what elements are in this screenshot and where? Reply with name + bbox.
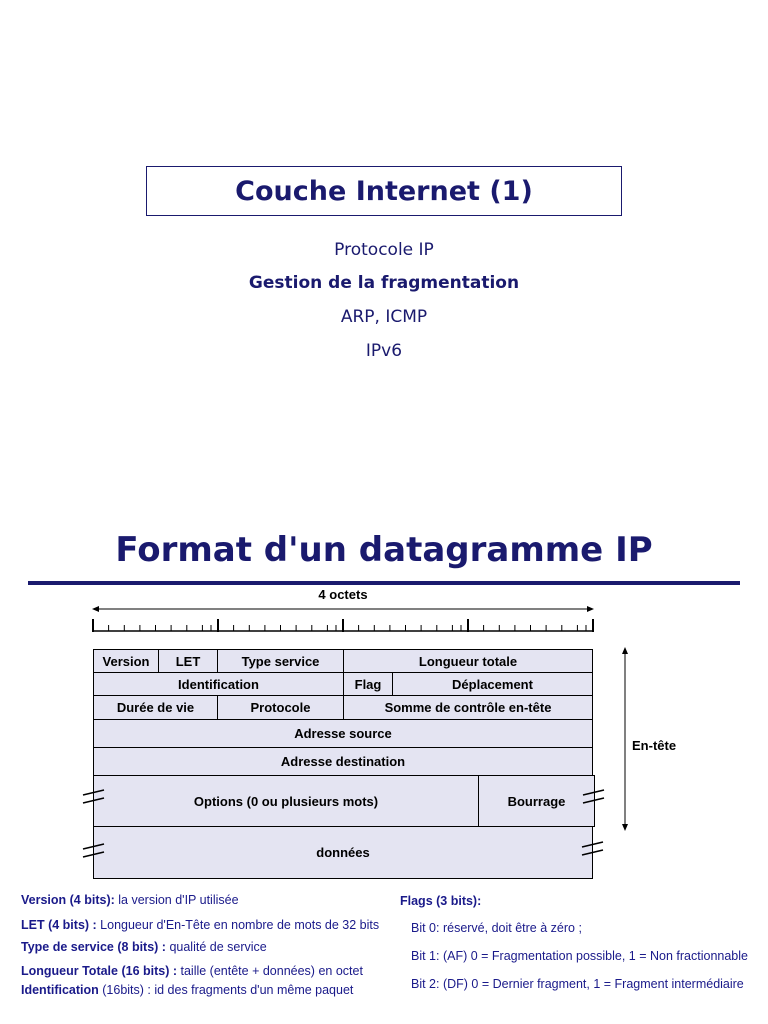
field-somme-controle: Somme de contrôle en-tête [343, 695, 593, 720]
field-duree-de-vie: Durée de vie [93, 695, 218, 720]
datagram-title: Format d'un datagramme IP [115, 530, 653, 570]
legend-flag-bit1: Bit 1: (AF) 0 = Fragmentation possible, … [411, 949, 748, 963]
field-longueur-totale: Longueur totale [343, 649, 593, 673]
field-bourrage: Bourrage [478, 775, 595, 827]
menu-item-fragmentation: Gestion de la fragmentation [248, 273, 520, 293]
break-mark-left-options [82, 789, 105, 804]
legend-flag-bit0: Bit 0: réservé, doit être à zéro ; [411, 921, 582, 935]
bit-ruler [92, 619, 594, 632]
menu-item-arp-icmp: ARP, ICMP [340, 307, 428, 327]
octets-arrow [92, 606, 594, 612]
field-adresse-source: Adresse source [93, 719, 593, 748]
legend-let: LET (4 bits) : Longueur d'En-Tête en nom… [21, 918, 380, 932]
legend-type-service: Type de service (8 bits) : qualité de se… [21, 940, 267, 954]
field-options: Options (0 ou plusieurs mots) [93, 775, 479, 827]
field-type-service: Type service [217, 649, 344, 673]
menu-item-protocole-ip: Protocole IP [334, 240, 434, 260]
legend-flags-title: Flags (3 bits): [400, 894, 482, 908]
break-mark-right-data [581, 841, 604, 856]
title-underline [28, 581, 740, 585]
break-mark-right-options [582, 789, 605, 804]
octets-label: 4 octets [318, 587, 368, 602]
field-adresse-destination: Adresse destination [93, 747, 593, 776]
menu-item-ipv6: IPv6 [365, 341, 403, 361]
legend-identification: Identification (16bits) : id des fragmen… [21, 983, 354, 997]
field-donnees: données [93, 826, 593, 879]
break-mark-left-data [82, 843, 105, 858]
slide-title: Couche Internet (1) [146, 166, 622, 216]
legend-longueur-totale: Longueur Totale (16 bits) : taille (entê… [21, 964, 363, 978]
field-flag: Flag [343, 672, 393, 696]
legend-version: Version (4 bits): la version d'IP utilis… [21, 893, 239, 907]
header-label: En-tête [632, 738, 677, 753]
field-deplacement: Déplacement [392, 672, 593, 696]
header-arrow [622, 647, 628, 831]
legend-flag-bit2: Bit 2: (DF) 0 = Dernier fragment, 1 = Fr… [411, 977, 744, 991]
field-identification: Identification [93, 672, 344, 696]
field-let: LET [158, 649, 218, 673]
